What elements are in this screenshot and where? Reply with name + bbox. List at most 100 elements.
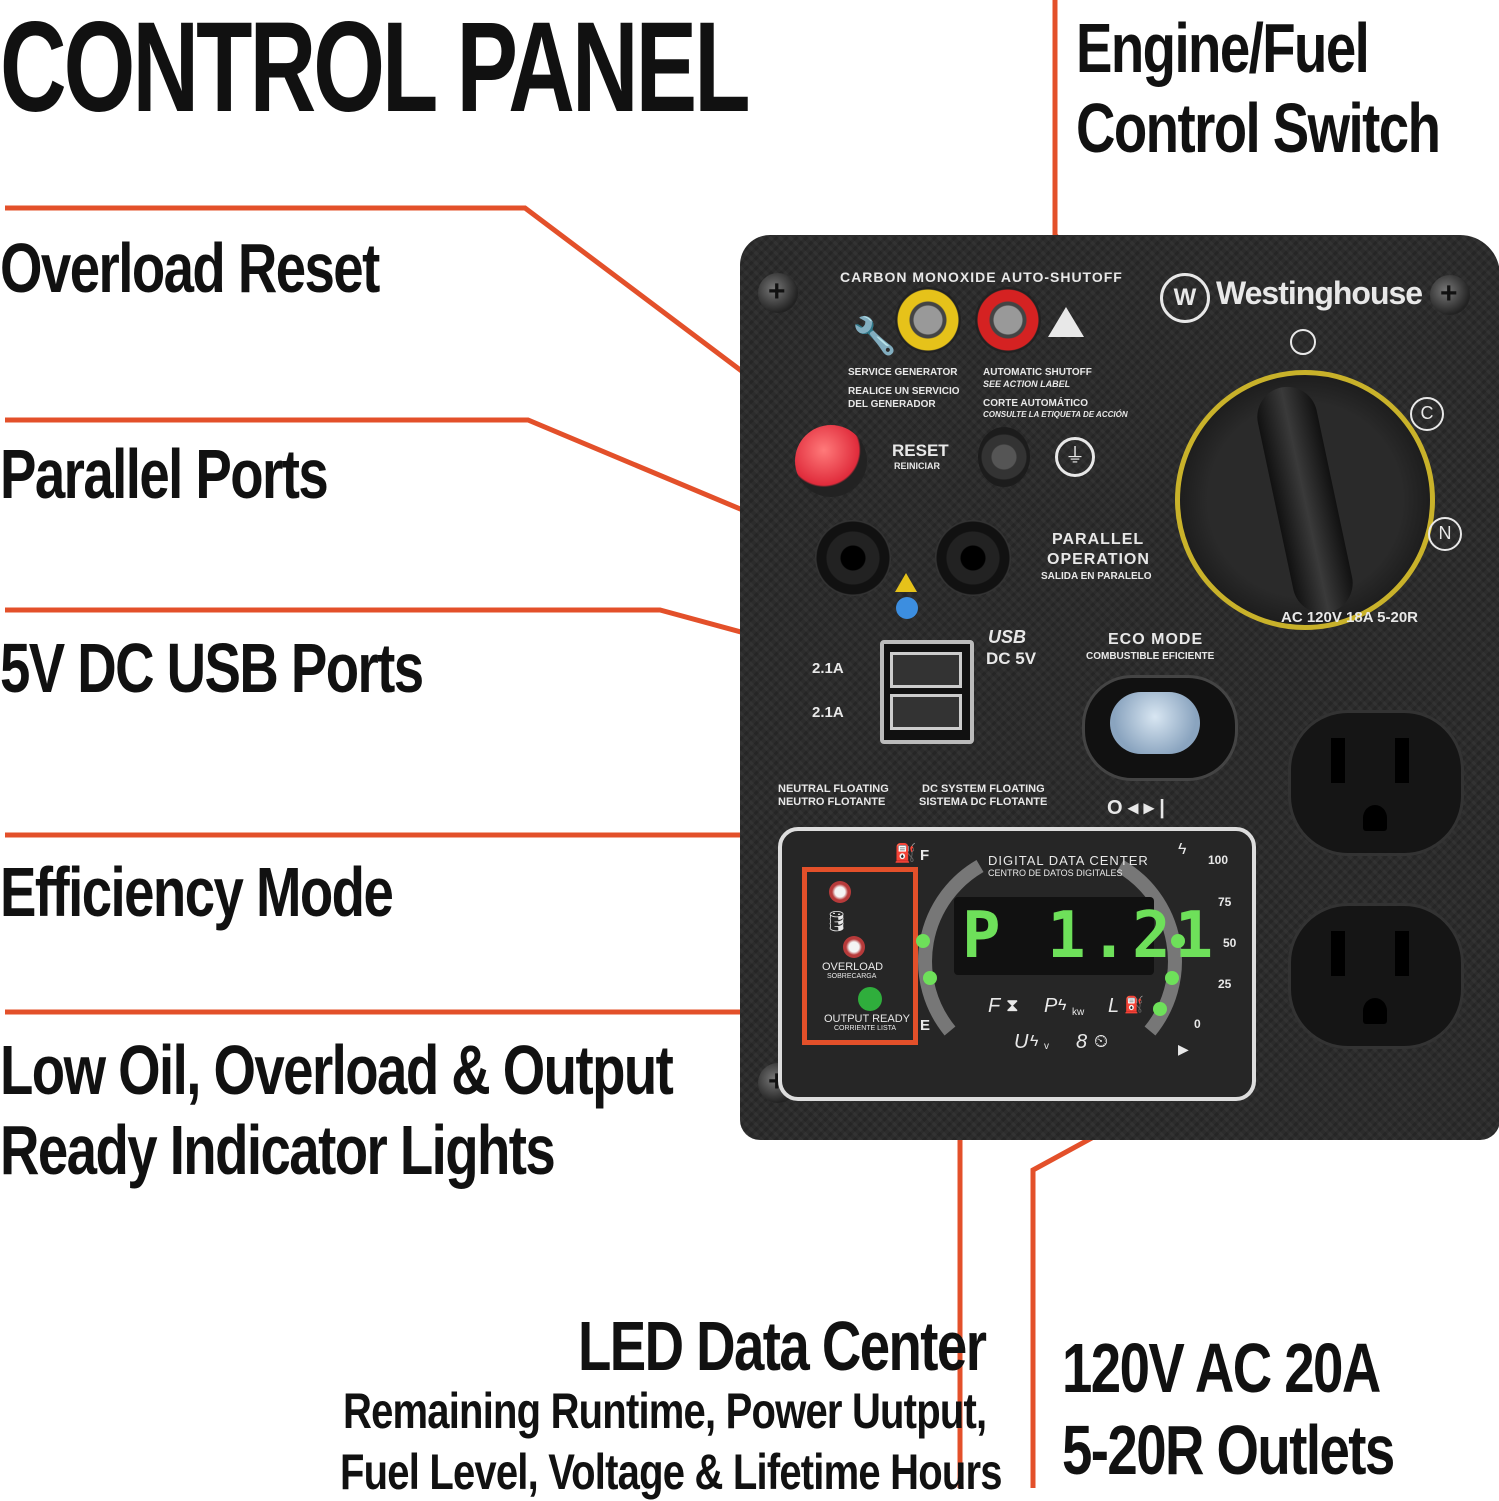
warning-icon bbox=[1048, 307, 1084, 337]
pct-25: 25 bbox=[1218, 977, 1232, 991]
usb-port-housing bbox=[880, 640, 974, 744]
voltage-icon: ϟ bbox=[1030, 1033, 1039, 1050]
led-display-value: P 1.21 bbox=[962, 899, 1218, 973]
screw-icon bbox=[758, 273, 798, 313]
auto-text-2: SEE ACTION LABEL bbox=[983, 379, 1071, 389]
run-icon: N bbox=[1428, 517, 1462, 551]
callout-usb-ports: 5V DC USB Ports bbox=[0, 629, 424, 707]
auto-text-4: CONSULTE LA ETIQUETA DE ACCIÓN bbox=[983, 410, 1128, 419]
mode-power-letter: P bbox=[1044, 995, 1058, 1017]
ddc-title-es: CENTRO DE DATOS DIGITALES bbox=[988, 868, 1123, 878]
usb-port-1[interactable] bbox=[890, 652, 962, 688]
gauge-arcs bbox=[916, 859, 1185, 1036]
oil-can-icon: 🛢 bbox=[824, 911, 850, 933]
usb-logo: USB bbox=[988, 627, 1027, 647]
low-oil-light bbox=[829, 881, 851, 903]
auto-text-1: AUTOMATIC SHUTOFF bbox=[983, 367, 1092, 378]
callout-indicator-line2: Ready Indicator Lights bbox=[0, 1111, 556, 1189]
caution-icon bbox=[895, 573, 917, 592]
pct-100: 100 bbox=[1208, 853, 1229, 867]
dial-knob[interactable] bbox=[1251, 381, 1359, 619]
eco-mode-rocker[interactable] bbox=[1110, 692, 1200, 754]
fuel-led-1 bbox=[916, 934, 930, 948]
mode-fuel-letter: L bbox=[1108, 995, 1120, 1017]
ac-rating-label: AC 120V 18A 5-20R bbox=[1281, 609, 1419, 626]
brand-name: Westinghouse bbox=[1216, 275, 1423, 311]
callout-led-sub2: Fuel Level, Voltage & Lifetime Hours bbox=[340, 1444, 1003, 1500]
parallel-label-1: PARALLEL bbox=[1052, 531, 1145, 548]
lifetime-hours-icon: ⏲ bbox=[1094, 1031, 1109, 1051]
mode-runtime-letter: F bbox=[988, 995, 1001, 1017]
pct-50: 50 bbox=[1223, 936, 1237, 950]
generator-control-panel: CARBON MONOXIDE AUTO-SHUTOFF W Westingho… bbox=[740, 235, 1499, 1140]
callout-indicator-line1: Low Oil, Overload & Output bbox=[0, 1031, 674, 1109]
line-overload-reset bbox=[5, 205, 822, 432]
callout-outlets-line2: 5-20R Outlets bbox=[1062, 1411, 1395, 1489]
callout-engine-fuel-line1: Engine/Fuel bbox=[1076, 9, 1370, 87]
fuel-pump-icon: ⛽ bbox=[894, 843, 917, 863]
wrench-icon: 🔧 bbox=[852, 315, 897, 356]
reset-label: RESET bbox=[892, 441, 949, 460]
led-display: P 1.21 bbox=[954, 897, 1213, 975]
co-header: CARBON MONOXIDE AUTO-SHUTOFF bbox=[840, 269, 1123, 285]
power-led-2 bbox=[1165, 971, 1179, 985]
ddc-title: DIGITAL DATA CENTER bbox=[988, 853, 1149, 868]
mode-voltage-letter: U bbox=[1014, 1031, 1029, 1053]
output-ready-label: OUTPUT READY bbox=[824, 1013, 910, 1025]
output-ready-label-es: CORRIENTE LISTA bbox=[834, 1025, 897, 1032]
mode-button-arrow-icon[interactable]: ▶ bbox=[1178, 1041, 1189, 1057]
overload-label: OVERLOAD bbox=[822, 961, 884, 973]
neutral-floating-label: NEUTRAL FLOATING bbox=[778, 783, 889, 795]
fuel-level-icon: ⛽ bbox=[1124, 997, 1144, 1014]
callout-engine-fuel-line2: Control Switch bbox=[1076, 89, 1441, 167]
overload-label-es: SOBRECARGA bbox=[827, 973, 877, 980]
power-bolt-icon: ϟ bbox=[1178, 841, 1187, 858]
neutral-floating-label-es: NEUTRO FLOTANTE bbox=[778, 796, 886, 808]
westinghouse-logo-icon: W bbox=[1160, 273, 1210, 323]
callout-efficiency-mode: Efficiency Mode bbox=[0, 853, 394, 931]
service-text-1: SERVICE GENERATOR bbox=[848, 367, 958, 378]
parallel-label-3: SALIDA EN PARALELO bbox=[1041, 571, 1152, 582]
dc-floating-label: DC SYSTEM FLOATING bbox=[922, 783, 1045, 795]
eco-mode-switch[interactable] bbox=[1082, 675, 1238, 781]
parallel-port-2[interactable] bbox=[935, 520, 1011, 596]
ac-outlet-1[interactable] bbox=[1288, 710, 1464, 856]
page-title: CONTROL PANEL bbox=[0, 0, 751, 139]
callout-outlets-line1: 120V AC 20A bbox=[1062, 1329, 1381, 1407]
reset-label-es: REINICIAR bbox=[894, 461, 941, 471]
callout-parallel-ports: Parallel Ports bbox=[0, 435, 329, 513]
power-icon: ϟ bbox=[1058, 997, 1067, 1014]
service-text-2: REALICE UN SERVICIO bbox=[848, 386, 960, 397]
ac-outlet-2[interactable] bbox=[1288, 903, 1464, 1049]
power-led-3 bbox=[1153, 1002, 1167, 1016]
eco-switch-symbols: O ◂ ▸ | bbox=[1107, 797, 1165, 819]
pct-0: 0 bbox=[1194, 1017, 1201, 1031]
ground-icon: ⏚ bbox=[1055, 437, 1095, 477]
fuel-full-label: F bbox=[920, 847, 930, 864]
choke-icon: C bbox=[1410, 397, 1444, 431]
usb-amp-2: 2.1A bbox=[812, 704, 844, 721]
parallel-port-1[interactable] bbox=[815, 520, 891, 596]
eco-mode-label: ECO MODE bbox=[1108, 631, 1204, 648]
mode-kw-unit: kw bbox=[1072, 1007, 1085, 1018]
hourglass-icon: ⧗ bbox=[1006, 995, 1019, 1015]
dc-floating-label-es: SISTEMA DC FLOTANTE bbox=[919, 796, 1048, 808]
service-text-3: DEL GENERADOR bbox=[848, 399, 936, 410]
overload-light bbox=[843, 936, 865, 958]
auto-text-3: CORTE AUTOMÁTICO bbox=[983, 398, 1088, 409]
off-icon bbox=[1290, 329, 1316, 355]
manual-icon bbox=[896, 597, 918, 619]
callout-led-sub1: Remaining Runtime, Power Uutput, bbox=[343, 1383, 987, 1439]
mode-v-unit: v bbox=[1044, 1041, 1049, 1052]
engine-fuel-control-switch[interactable] bbox=[1175, 370, 1435, 630]
ground-terminal[interactable] bbox=[978, 427, 1030, 487]
overload-reset-button[interactable] bbox=[795, 425, 867, 497]
usb-port-2[interactable] bbox=[890, 694, 962, 730]
eco-mode-label-es: COMBUSTIBLE EFICIENTE bbox=[1086, 651, 1215, 662]
pct-75: 75 bbox=[1218, 895, 1232, 909]
screw-icon bbox=[1430, 275, 1470, 315]
output-ready-light bbox=[858, 987, 882, 1011]
usb-amp-1: 2.1A bbox=[812, 660, 844, 677]
mode-hours-digit: 8 bbox=[1076, 1031, 1088, 1053]
fuel-empty-label: E bbox=[920, 1017, 931, 1034]
